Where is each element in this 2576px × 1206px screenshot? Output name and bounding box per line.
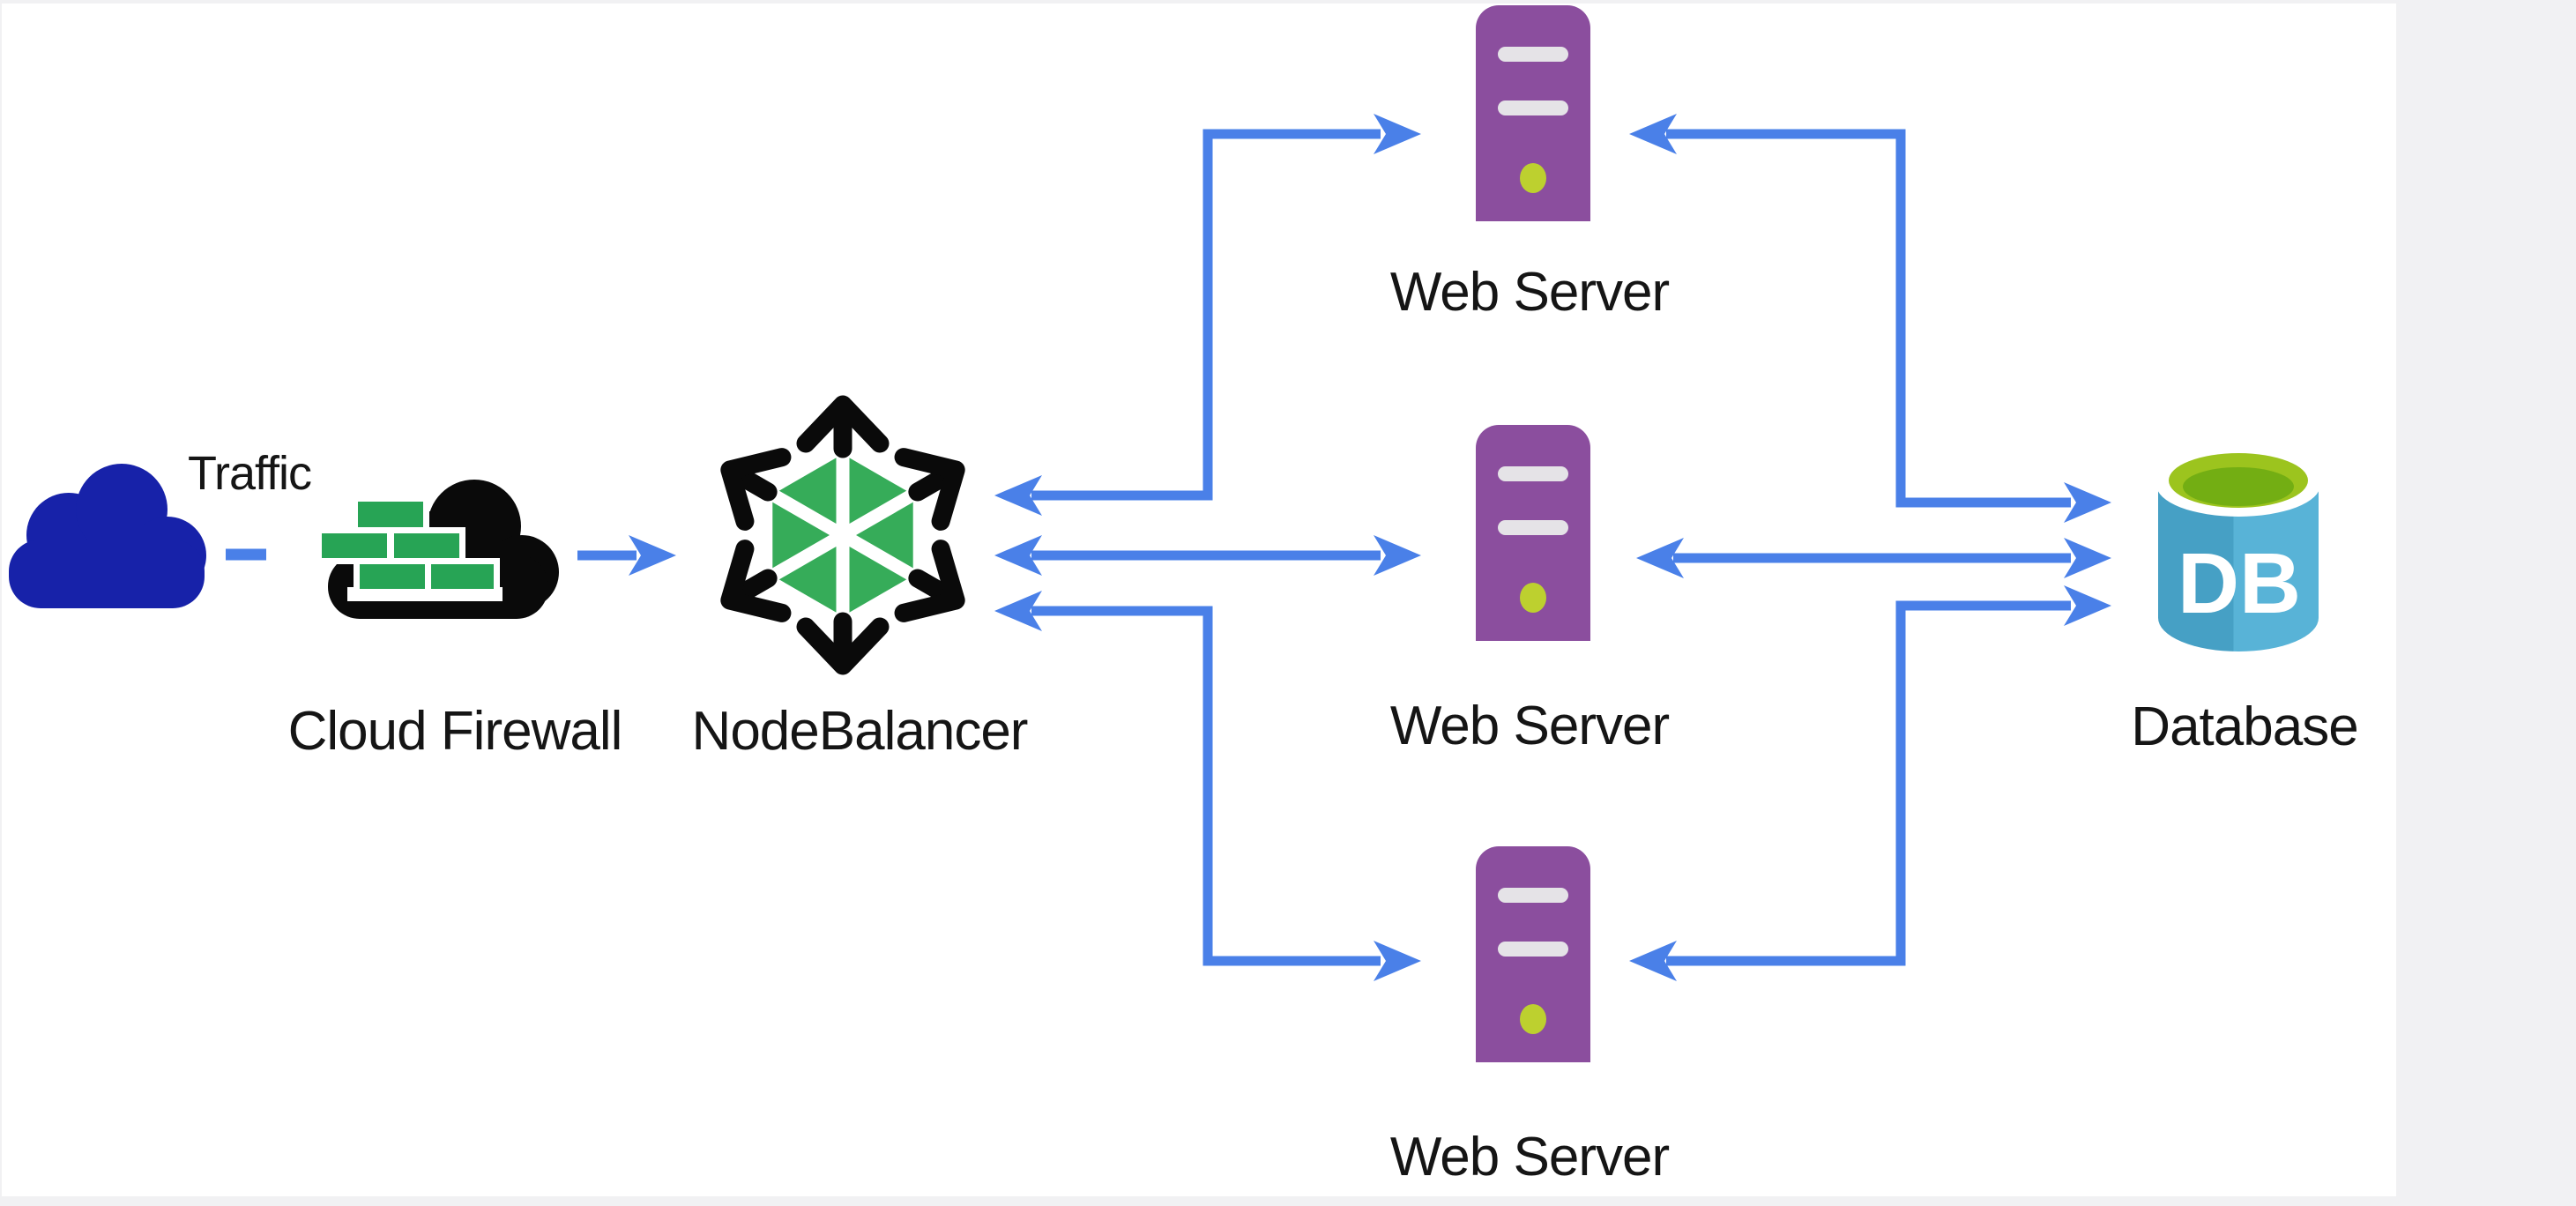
web-server-icon bbox=[1476, 5, 1590, 221]
connectors bbox=[226, 129, 2071, 966]
arrowhead-right-icon bbox=[1374, 114, 1421, 154]
arrowhead-right-icon bbox=[2064, 482, 2111, 523]
arrowhead-right-icon bbox=[1374, 941, 1421, 981]
traffic-label: Traffic bbox=[187, 447, 312, 500]
balancer-arrows bbox=[720, 395, 965, 675]
arrowhead-left-icon bbox=[1629, 114, 1677, 154]
traffic-cloud-icon bbox=[9, 464, 206, 608]
connector-webserver-top-database bbox=[1666, 129, 2071, 508]
arrowhead-left-icon bbox=[1629, 941, 1677, 981]
arrowhead-right-icon bbox=[2064, 585, 2111, 626]
web-server-bottom-label: Web Server bbox=[1389, 1127, 1670, 1187]
database-badge: DB bbox=[2178, 535, 2301, 631]
nodebalancer-icon bbox=[720, 395, 965, 675]
arrowhead-left-icon bbox=[994, 535, 1042, 576]
database-label: Database bbox=[2131, 696, 2358, 757]
arrowhead-left-icon bbox=[994, 591, 1042, 631]
arrowhead-right-icon bbox=[629, 535, 676, 576]
cloud-firewall-label: Cloud Firewall bbox=[287, 701, 623, 762]
database-icon: DB bbox=[2156, 453, 2320, 651]
arrowhead-right-icon bbox=[1374, 535, 1421, 576]
web-server-top-label: Web Server bbox=[1389, 262, 1670, 323]
hexagon-spokes bbox=[769, 454, 917, 616]
arrowheads bbox=[629, 114, 2111, 981]
cloud-firewall-icon bbox=[316, 480, 559, 619]
web-server-icon bbox=[1476, 846, 1590, 1062]
nodebalancer-label: NodeBalancer bbox=[691, 701, 1029, 762]
arrowhead-left-icon bbox=[1636, 538, 1684, 578]
arrowhead-left-icon bbox=[994, 475, 1042, 516]
web-server-icon bbox=[1476, 425, 1590, 641]
brick-wall bbox=[322, 502, 494, 589]
web-server-middle-label: Web Server bbox=[1389, 696, 1670, 756]
arrowhead-right-icon bbox=[2064, 538, 2111, 578]
connector-nodebalancer-webserver-bottom bbox=[1031, 606, 1381, 966]
connector-nodebalancer-webserver-top bbox=[1031, 129, 1381, 501]
connector-webserver-bottom-database bbox=[1666, 600, 2071, 966]
